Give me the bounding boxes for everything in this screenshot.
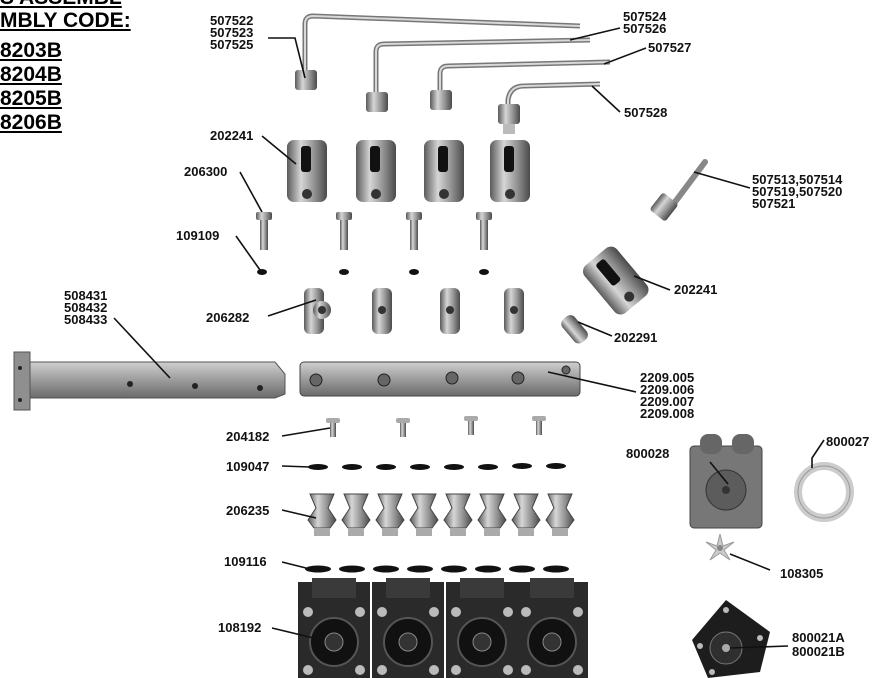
plug-202291	[561, 315, 588, 344]
cover-plate	[692, 600, 770, 678]
bracket	[13, 351, 286, 411]
part-labels: 507522 507523 507525 507524 507526 50752…	[64, 9, 869, 659]
label-bracket-2: 508432	[64, 300, 107, 315]
label-cover-plate-1: 800021A	[792, 630, 845, 645]
label-impeller: 108305	[780, 566, 823, 581]
label-tube-507527: 507527	[648, 40, 691, 55]
oring-row-b	[305, 565, 569, 573]
label-valve-body: 202241	[210, 128, 253, 143]
label-manifold-2: 2209.006	[640, 382, 694, 397]
label-manifold-3: 2209.007	[640, 394, 694, 409]
diaphragm-housing	[689, 434, 763, 529]
tube-507528	[498, 81, 601, 134]
tube-507524	[366, 37, 591, 112]
ring-800027	[794, 462, 854, 522]
label-elbow: 206282	[206, 310, 249, 325]
leader-lines	[113, 27, 825, 649]
label-tube-left-2: 507523	[210, 25, 253, 40]
assembly-header-line1: S ASSEMBL	[0, 0, 122, 8]
assembly-code-heading: MBLY CODE:	[0, 9, 131, 32]
label-oring-small: 109109	[176, 228, 219, 243]
assembly-code-2: 8204B	[0, 63, 62, 86]
fitting-right	[650, 159, 708, 221]
label-cover-plate-2: 800021B	[792, 644, 845, 659]
label-oring-b: 109116	[224, 554, 267, 569]
label-manifold-4: 2209.008	[640, 406, 694, 421]
label-valve-body-right: 202241	[674, 282, 717, 297]
pump-row	[298, 578, 588, 678]
assembly-code-3: 8205B	[0, 87, 62, 110]
oring-small-row	[257, 269, 489, 275]
label-pump: 108192	[218, 620, 261, 635]
label-tube-507528: 507528	[624, 105, 667, 120]
cap-screw-row	[256, 212, 492, 250]
elbow-row	[304, 288, 524, 334]
label-diaphragm-housing: 800028	[626, 446, 669, 461]
assembly-code-1: 8203B	[0, 39, 62, 62]
label-bracket-3: 508433	[64, 312, 107, 327]
label-tube-left-1: 507522	[210, 13, 253, 28]
label-oring-a: 109047	[226, 459, 269, 474]
tube-507522	[295, 13, 581, 90]
label-bracket-1: 508431	[64, 288, 107, 303]
label-fitting-right-3: 507521	[752, 196, 795, 211]
label-tube-mid-2: 507526	[623, 21, 666, 36]
assembly-code-4: 8206B	[0, 111, 62, 134]
label-tube-mid-1: 507524	[623, 9, 667, 24]
label-nozzle: 206235	[226, 503, 269, 518]
impeller	[705, 533, 735, 561]
label-screw: 204182	[226, 429, 269, 444]
label-manifold-1: 2209.005	[640, 370, 694, 385]
tube-507527	[430, 59, 611, 110]
nozzle-row	[307, 493, 575, 536]
manifold	[299, 361, 581, 397]
oring-row-a	[308, 463, 566, 470]
screw-row	[326, 416, 546, 437]
label-plug: 202291	[614, 330, 657, 345]
label-fitting-right-2: 507519,507520	[752, 184, 842, 199]
valve-body-row	[287, 140, 530, 202]
valve-body-right	[583, 246, 649, 315]
label-ring: 800027	[826, 434, 869, 449]
label-tube-left-3: 507525	[210, 37, 253, 52]
label-fitting-right-1: 507513,507514	[752, 172, 843, 187]
label-cap-screw: 206300	[184, 164, 227, 179]
